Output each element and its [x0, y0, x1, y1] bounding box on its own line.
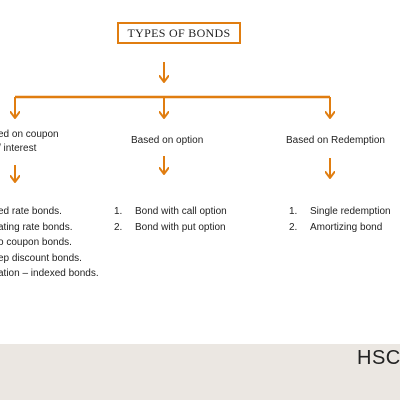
coupon-label-line2: / interest	[0, 143, 37, 154]
coupon-label-line1: ed on coupon	[0, 129, 59, 140]
list-text: Amortizing bond	[310, 221, 383, 233]
list-item: 1. Bond with call option	[114, 204, 227, 220]
list-number: 1.	[114, 206, 123, 217]
list-item: ep discount bonds.	[0, 252, 82, 264]
coupon-list: ed rate bonds. ating rate bonds. o coupo…	[0, 204, 99, 282]
diagram-title: TYPES OF BONDS	[117, 22, 241, 44]
site-watermark: HSC.c	[357, 347, 400, 369]
list-item: ation – indexed bonds.	[0, 268, 99, 279]
redemption-list: 1. Single redemption 2. Amortizing bond	[289, 204, 391, 235]
list-item: ating rate bonds.	[0, 221, 73, 233]
list-number: 2.	[114, 221, 123, 233]
option-branch-label: Based on option	[131, 135, 204, 146]
list-item: 1. Single redemption	[289, 204, 391, 220]
redemption-branch-label: Based on Redemption	[286, 135, 385, 146]
list-item: 2. Bond with put option	[114, 220, 227, 236]
list-item: 2. Amortizing bond	[289, 220, 391, 236]
list-text: Bond with call option	[135, 206, 227, 217]
list-text: Bond with put option	[135, 221, 226, 233]
coupon-branch-label: ed on coupon / interest	[0, 128, 59, 156]
slide: TYPES OF BONDS ed on coupon / interest B…	[0, 0, 400, 344]
list-number: 2.	[289, 221, 298, 233]
list-text: Single redemption	[310, 206, 391, 217]
option-list: 1. Bond with call option 2. Bond with put …	[114, 204, 227, 235]
list-item: o coupon bonds.	[0, 237, 72, 248]
connector-lines	[0, 62, 400, 344]
bottom-band	[0, 344, 400, 400]
list-item: ed rate bonds.	[0, 206, 62, 217]
list-number: 1.	[289, 206, 298, 217]
